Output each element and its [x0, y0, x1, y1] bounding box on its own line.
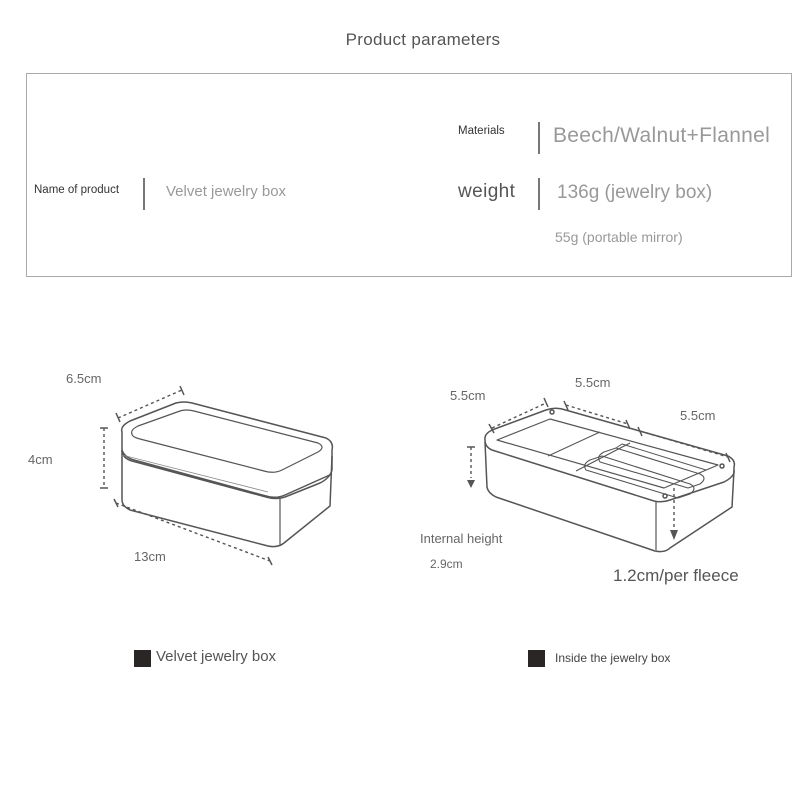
divider — [143, 178, 145, 210]
weight-label: weight — [458, 181, 516, 202]
materials-value: Beech/Walnut+Flannel — [553, 124, 771, 147]
page-title: Product parameters — [345, 30, 501, 49]
parameters-panel — [26, 73, 792, 277]
legend-label-inside-box: Inside the jewelry box — [555, 651, 671, 665]
compartment-1-label: 5.5cm — [450, 388, 486, 403]
legend-swatch — [528, 650, 545, 667]
box-depth-label: 6.5cm — [66, 371, 102, 386]
internal-height-label: Internal height — [420, 531, 503, 546]
box-length-label: 13cm — [134, 549, 166, 564]
compartment-2-label: 5.5cm — [575, 375, 611, 390]
box-height-label: 4cm — [28, 452, 53, 467]
name-of-product-label: Name of product — [34, 184, 120, 196]
internal-height-value: 2.9cm — [430, 557, 463, 571]
weight-value-jewelry-box: 136g (jewelry box) — [557, 182, 713, 203]
legend-label-velvet-box: Velvet jewelry box — [156, 648, 277, 665]
divider — [538, 122, 540, 154]
compartment-3-label: 5.5cm — [680, 408, 716, 423]
materials-label: Materials — [458, 125, 505, 137]
legend-swatch — [134, 650, 151, 667]
weight-value-mirror: 55g (portable mirror) — [555, 229, 683, 245]
divider — [538, 178, 540, 210]
product-name-value: Velvet jewelry box — [166, 183, 287, 200]
fleece-size-label: 1.2cm/per fleece — [613, 566, 739, 585]
